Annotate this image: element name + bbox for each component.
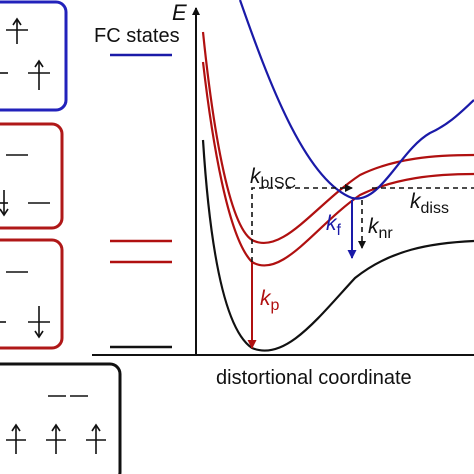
label-k-nr-main: k bbox=[368, 215, 380, 238]
label-k-nr-sub: nr bbox=[379, 225, 394, 242]
orbital-box-black bbox=[0, 362, 122, 474]
label-k-diss: kdiss bbox=[410, 190, 449, 217]
label-k-bisc-sub: bISC bbox=[261, 175, 297, 192]
spin-arrows-black bbox=[6, 395, 106, 454]
label-k-p-sub: p bbox=[271, 297, 280, 314]
x-axis-label: distortional coordinate bbox=[216, 367, 412, 389]
arrow-bisc bbox=[251, 184, 353, 262]
label-k-p: kp bbox=[260, 287, 280, 314]
label-k-f-main: k bbox=[326, 212, 338, 235]
label-k-bisc-main: k bbox=[250, 165, 262, 188]
y-axis-label: E bbox=[172, 0, 187, 25]
curve-fc-blue bbox=[238, 0, 474, 200]
label-k-p-main: k bbox=[260, 287, 272, 310]
label-k-diss-sub: diss bbox=[421, 200, 449, 217]
orbital-box-red-1 bbox=[0, 122, 64, 230]
label-k-f: kf bbox=[326, 212, 342, 239]
label-k-bisc: kbISC bbox=[250, 165, 296, 192]
curve-red-upper bbox=[201, 61, 474, 267]
curve-ground-black bbox=[201, 139, 474, 352]
label-k-nr: knr bbox=[368, 215, 393, 242]
legend-label-fc-states: FC states bbox=[94, 25, 180, 47]
label-k-f-sub: f bbox=[337, 222, 342, 239]
curve-red-lower bbox=[201, 31, 474, 245]
spin-arrows-red-2 bbox=[0, 271, 50, 339]
orbital-box-red-2 bbox=[0, 238, 64, 350]
label-k-diss-main: k bbox=[410, 190, 422, 213]
spin-arrows-red-1 bbox=[0, 154, 50, 217]
spin-arrows-blue bbox=[0, 17, 50, 90]
orbital-box-fc-blue bbox=[0, 0, 68, 112]
